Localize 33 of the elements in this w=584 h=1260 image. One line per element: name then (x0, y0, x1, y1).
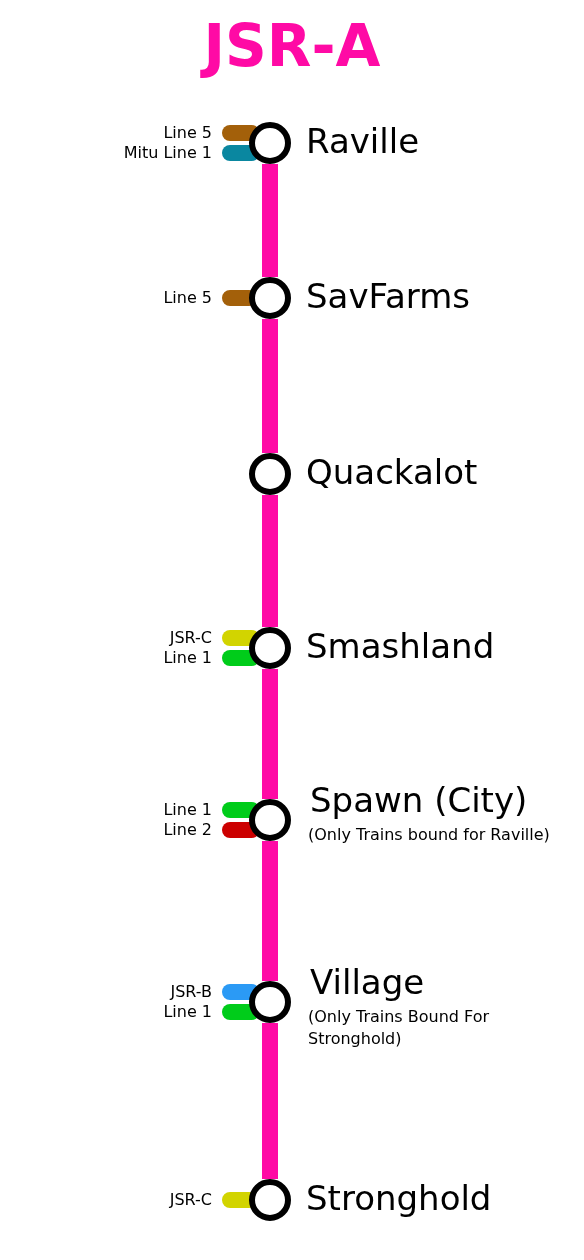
station-name: Quackalot (306, 452, 478, 492)
edge-label: Line 5 (163, 123, 212, 143)
line-segment (262, 1023, 278, 1179)
station-circle (249, 627, 291, 669)
line-segment (262, 164, 278, 277)
station-circle (249, 981, 291, 1023)
title: JSR-A (0, 12, 584, 80)
station-circle (249, 1179, 291, 1221)
station-name: Smashland (306, 626, 495, 666)
station-circle (249, 453, 291, 495)
station-note: (Only Trains Bound For Stronghold) (308, 1006, 491, 1050)
edge-label: Mitu Line 1 (123, 143, 212, 163)
edge-label: Line 5 (163, 288, 212, 308)
station-name: SavFarms (306, 276, 471, 316)
edge-label: Line 2 (163, 820, 212, 840)
station-circle (249, 122, 291, 164)
line-segment (262, 319, 278, 453)
edge-label: JSR-B (170, 982, 212, 1002)
station-circle (249, 799, 291, 841)
line-segment (262, 841, 278, 981)
line-segment (262, 495, 278, 627)
station-name: Raville (306, 121, 420, 161)
station-name: Spawn (City) (310, 780, 528, 820)
edge-label: Line 1 (163, 1002, 212, 1022)
station-circle (249, 277, 291, 319)
edge-label: JSR-C (169, 628, 212, 648)
line-segment (262, 669, 278, 799)
edge-label: JSR-C (169, 1190, 212, 1210)
edge-label: Line 1 (163, 648, 212, 668)
station-name: Village (310, 962, 425, 1002)
station-name: Stronghold (306, 1178, 492, 1218)
station-note: (Only Trains bound for Raville) (308, 824, 551, 846)
edge-label: Line 1 (163, 800, 212, 820)
